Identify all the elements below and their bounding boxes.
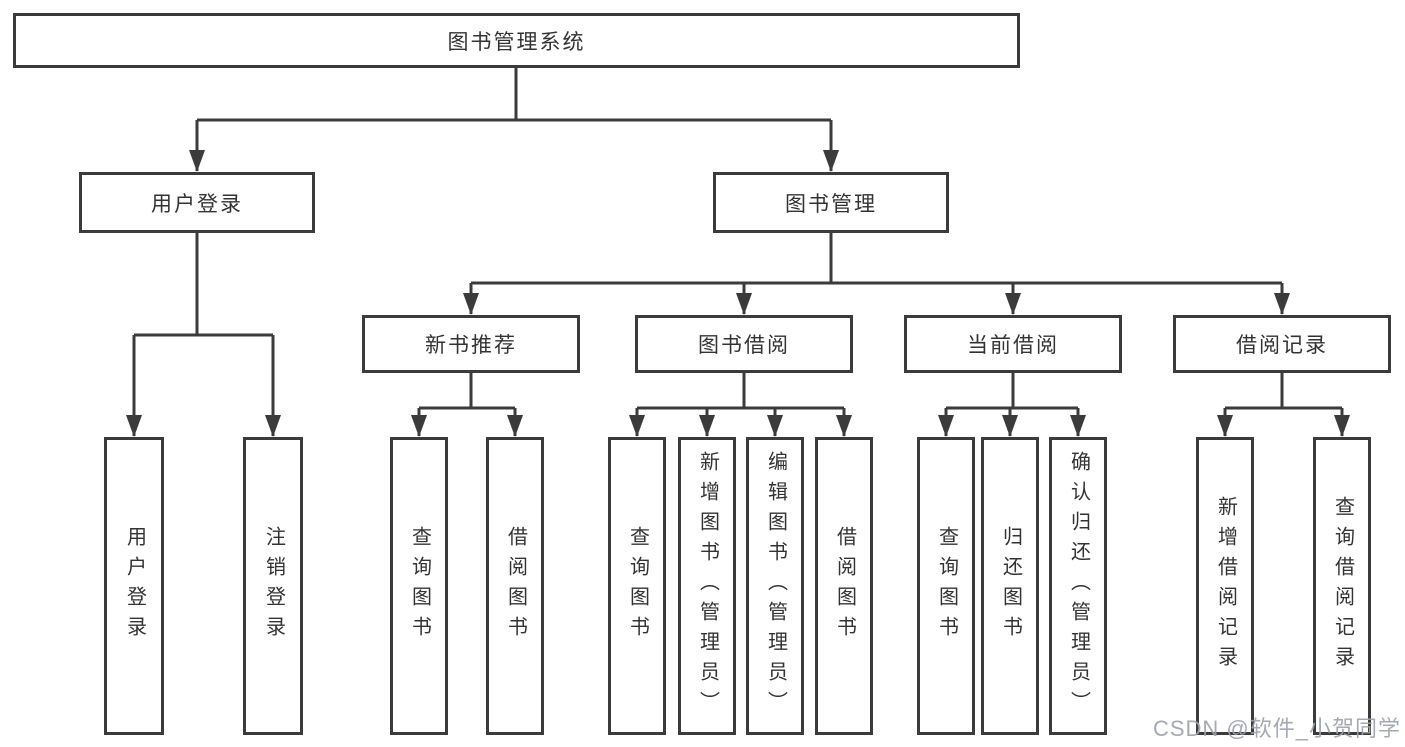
connector-user-login-to-leaves: [126, 233, 281, 437]
leaf-label: 查询图书: [408, 526, 431, 646]
leaf-query-books-recommend: 查询图书: [390, 437, 448, 735]
node-root-library-system: 图书管理系统: [13, 13, 1020, 68]
leaf-borrow-books: 借阅图书: [815, 437, 873, 735]
leaf-label: 用户登录: [123, 526, 146, 646]
node-book-borrow: 图书借阅: [635, 315, 853, 373]
node-borrow-records: 借阅记录: [1173, 315, 1391, 373]
leaf-label: 查询借阅记录: [1331, 496, 1354, 676]
leaf-add-book-admin: 新增图书（管理员）: [678, 437, 736, 735]
leaf-query-borrow-record: 查询借阅记录: [1313, 437, 1371, 735]
leaf-label: 借阅图书: [833, 526, 856, 646]
connector-borrow-records-to-leaves: [1217, 373, 1350, 437]
leaf-label: 查询图书: [935, 526, 958, 646]
leaf-borrow-books-recommend: 借阅图书: [486, 437, 544, 735]
leaf-label: 查询图书: [626, 526, 649, 646]
leaf-label: 确认归还（管理员）: [1067, 451, 1090, 721]
node-book-management: 图书管理: [713, 172, 949, 233]
leaf-add-borrow-record: 新增借阅记录: [1196, 437, 1254, 735]
leaf-label: 注销登录: [262, 526, 285, 646]
connector-book-management-to-level3: [463, 233, 1290, 315]
connector-root-to-level2: [189, 68, 839, 172]
leaf-label: 归还图书: [999, 526, 1022, 646]
node-user-login: 用户登录: [79, 172, 315, 233]
connector-book-borrow-to-leaves: [629, 373, 852, 437]
leaf-label: 借阅图书: [504, 526, 527, 646]
leaf-user-login: 用户登录: [104, 437, 164, 735]
leaf-label: 编辑图书（管理员）: [764, 451, 787, 721]
leaf-logout: 注销登录: [243, 437, 303, 735]
leaf-edit-book-admin: 编辑图书（管理员）: [746, 437, 804, 735]
leaf-query-books-current: 查询图书: [917, 437, 975, 735]
connector-current-borrow-to-leaves: [938, 373, 1086, 437]
connector-new-book-recommend-to-leaves: [411, 373, 523, 437]
leaf-return-books: 归还图书: [981, 437, 1039, 735]
node-new-book-recommend: 新书推荐: [362, 315, 580, 373]
leaf-confirm-return-admin: 确认归还（管理员）: [1049, 437, 1107, 735]
leaf-label: 新增图书（管理员）: [696, 451, 719, 721]
leaf-label: 新增借阅记录: [1214, 496, 1237, 676]
node-current-borrow: 当前借阅: [904, 315, 1122, 373]
leaf-query-books-borrow: 查询图书: [608, 437, 666, 735]
